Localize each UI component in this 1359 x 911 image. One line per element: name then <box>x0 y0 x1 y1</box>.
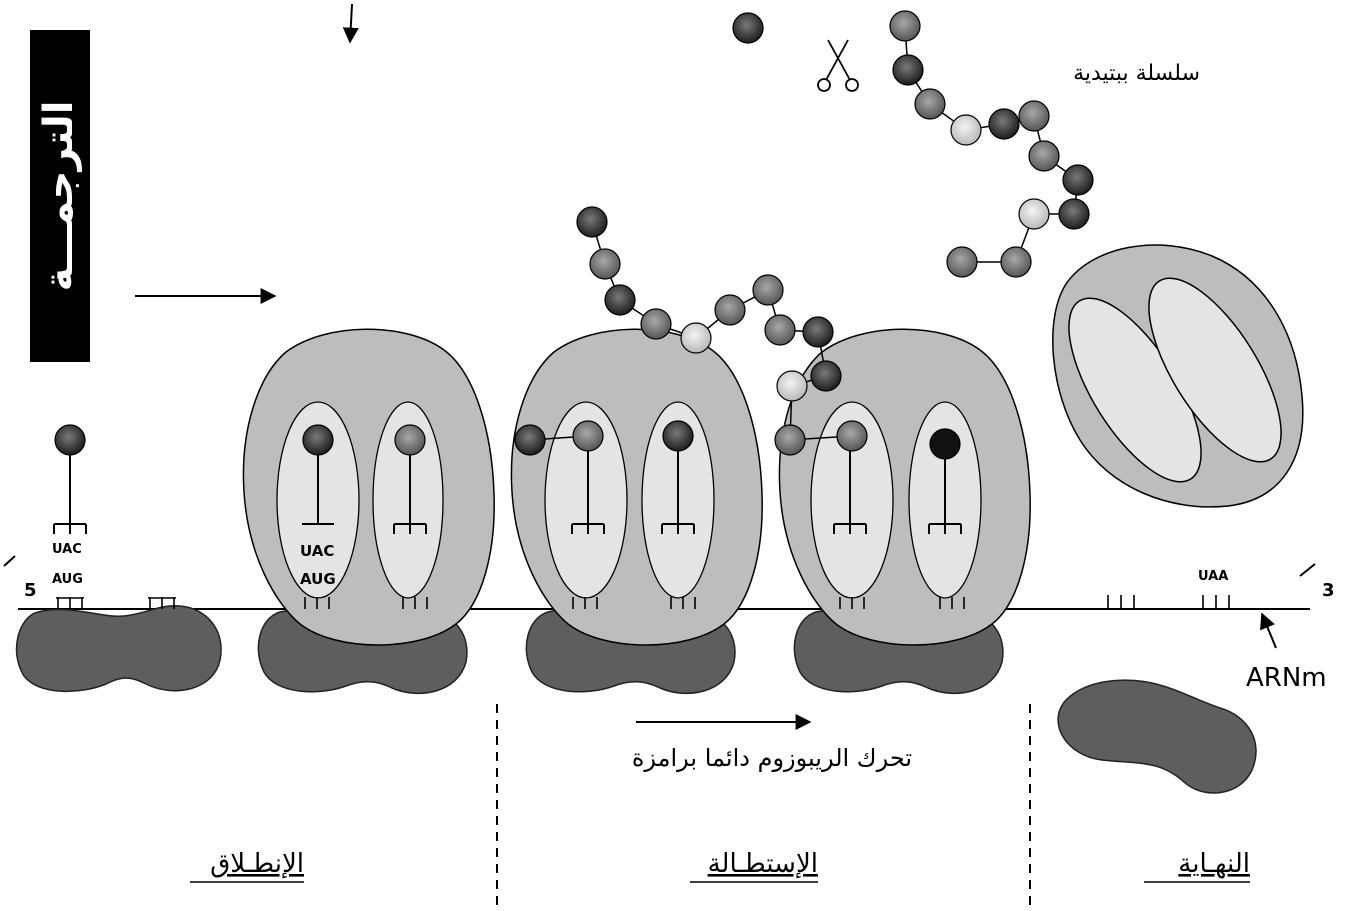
three-prime-label: 3 <box>1322 580 1335 601</box>
small-subunit-released <box>1058 680 1256 793</box>
codon-aug-1: AUG <box>52 572 83 587</box>
arnm-arrow <box>1262 614 1276 648</box>
phase-initiation-label: الإنطـلاق <box>210 849 304 879</box>
phase-termination-label: النهـاية <box>1178 849 1250 879</box>
five-prime-tick <box>4 556 15 566</box>
title-text: الترجمـــة <box>36 101 82 292</box>
arrow-down <box>350 4 352 42</box>
codon-uac-1: UAC <box>52 542 82 557</box>
phase-elongation-label: الإستطـالة <box>708 849 818 879</box>
codon-aug-2: AUG <box>300 570 336 588</box>
codon-uac-2: UAC <box>300 542 334 560</box>
codon-uaa: UAA <box>1198 569 1228 584</box>
arnm-label: ARNm <box>1246 663 1327 693</box>
scissors-icon <box>818 40 858 91</box>
three-prime-tick <box>1300 564 1315 576</box>
title-box: الترجمـــة <box>30 30 90 362</box>
small-subunit-free <box>17 606 222 692</box>
peptide-chain-label: سلسلة ببتيدية <box>1073 61 1200 86</box>
five-prime-label: 5 <box>24 580 37 601</box>
movement-label: تحرك الريبوزوم دائما برامزة <box>632 744 912 772</box>
